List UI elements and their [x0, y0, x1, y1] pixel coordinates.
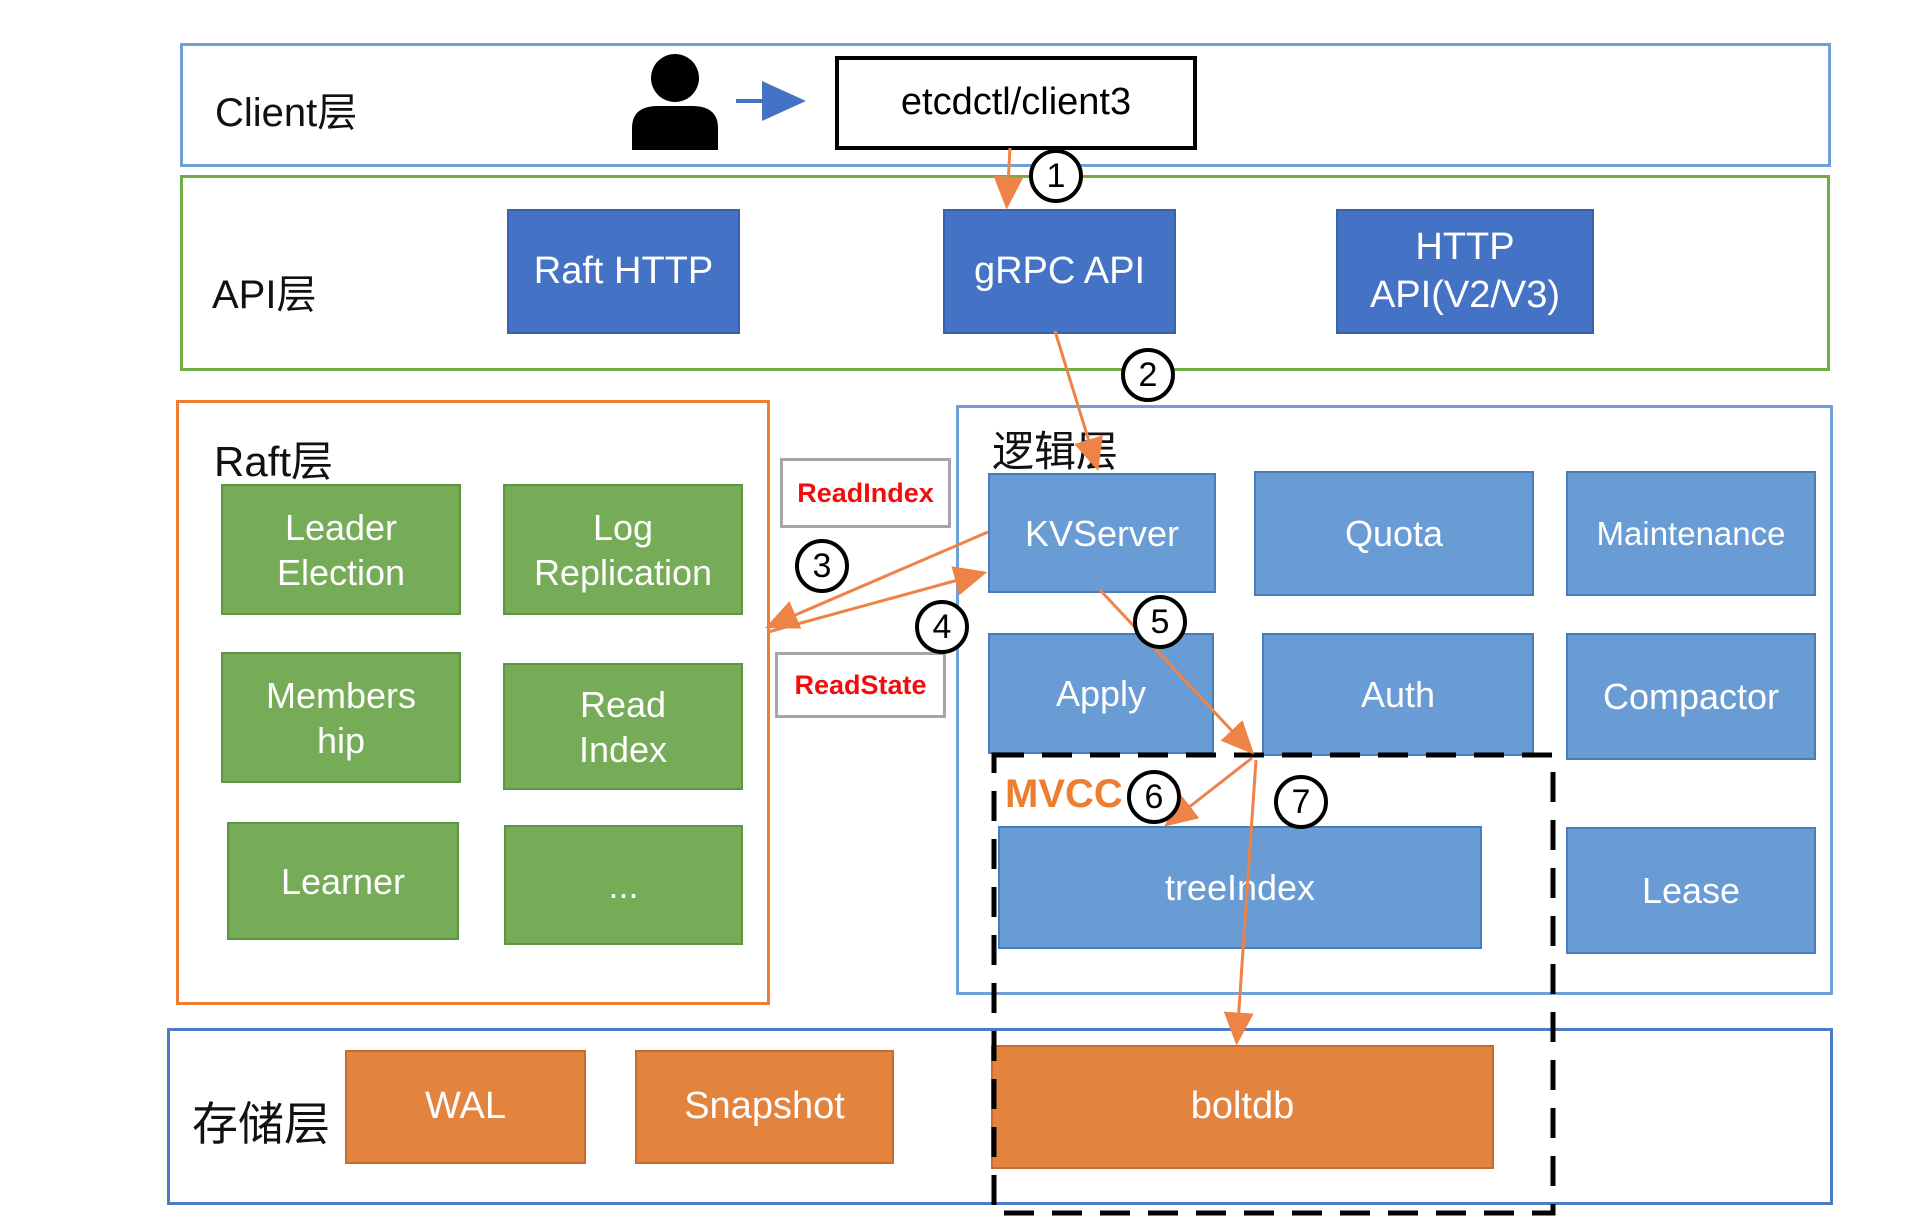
- snapshot-node: Snapshot: [635, 1050, 894, 1164]
- step-badge-1: 1: [1029, 149, 1083, 203]
- lease-node: Lease: [1566, 827, 1816, 954]
- step-badge-2: 2: [1121, 348, 1175, 402]
- learner-node: Learner: [227, 822, 459, 940]
- raft-layer-label: Raft层: [214, 438, 334, 485]
- etcdctl-client3-box: etcdctl/client3: [835, 56, 1197, 150]
- quota-node: Quota: [1254, 471, 1534, 596]
- step-badge-4: 4: [915, 600, 969, 654]
- kvserver-node: KVServer: [988, 473, 1216, 593]
- step-badge-7: 7: [1274, 775, 1328, 829]
- client-layer-label: Client层: [215, 91, 358, 135]
- storage-layer-label: 存储层: [192, 1098, 330, 1150]
- leader-election-node: Leader Election: [221, 484, 461, 615]
- mvcc-label: MVCC: [1005, 772, 1123, 816]
- readstate-annotation: ReadState: [775, 652, 946, 718]
- apply-node: Apply: [988, 633, 1214, 754]
- api-layer-label: API层: [212, 273, 317, 317]
- ellipsis-node: ...: [504, 825, 743, 945]
- log-replication-node: Log Replication: [503, 484, 743, 615]
- http-api-node: HTTP API(V2/V3): [1336, 209, 1594, 334]
- treeindex-node: treeIndex: [998, 826, 1482, 949]
- step-badge-5: 5: [1133, 595, 1187, 649]
- read-index-node: Read Index: [503, 663, 743, 790]
- maintenance-node: Maintenance: [1566, 471, 1816, 596]
- membership-node: Members hip: [221, 652, 461, 783]
- grpc-api-node: gRPC API: [943, 209, 1176, 334]
- wal-node: WAL: [345, 1050, 586, 1164]
- raft-http-node: Raft HTTP: [507, 209, 740, 334]
- user-icon: [632, 54, 718, 150]
- compactor-node: Compactor: [1566, 633, 1816, 760]
- auth-node: Auth: [1262, 633, 1534, 756]
- boltdb-node: boltdb: [991, 1045, 1494, 1169]
- step-badge-6: 6: [1127, 770, 1181, 824]
- step-badge-3: 3: [795, 539, 849, 593]
- readindex-annotation: ReadIndex: [780, 458, 951, 528]
- logic-layer-label: 逻辑层: [992, 428, 1119, 475]
